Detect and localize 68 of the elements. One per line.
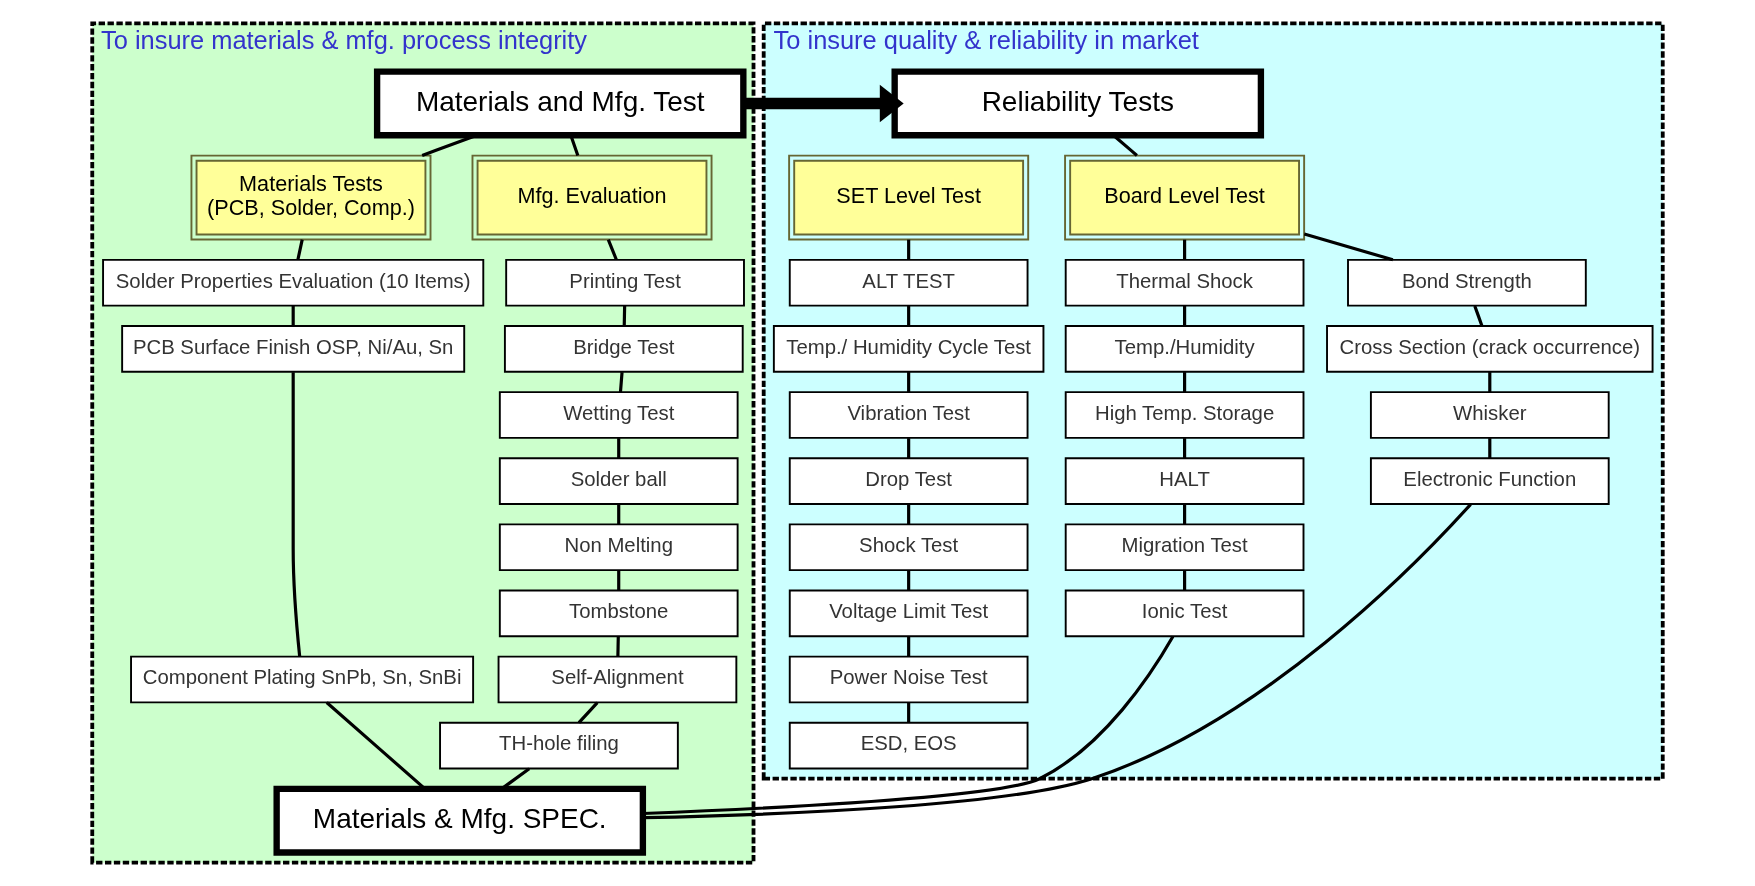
node-box: Bond Strength <box>1347 258 1587 307</box>
node-box: Temp./Humidity <box>1064 325 1305 373</box>
connector <box>643 503 1472 820</box>
connector <box>616 636 620 657</box>
node-box: Voltage Limit Test <box>788 589 1029 638</box>
connector <box>1183 305 1187 326</box>
node-box: Bridge Test <box>503 325 744 373</box>
node-box: Cross Section (crack occurrence) <box>1326 325 1654 373</box>
node-box: Solder ball <box>498 457 739 505</box>
connector <box>1183 239 1187 260</box>
node-box: Printing Test <box>505 258 745 307</box>
node-box: TH-hole filing <box>439 721 679 770</box>
node-box: Materials and Mfg. Test <box>373 68 747 139</box>
connector <box>618 371 624 393</box>
connector <box>296 239 304 260</box>
node-box: Temp./ Humidity Cycle Test <box>772 325 1045 373</box>
connector <box>569 135 580 156</box>
connector <box>907 438 911 459</box>
node-box: Ionic Test <box>1064 589 1305 638</box>
node-box: Migration Test <box>1064 523 1305 572</box>
node-box: HALT <box>1064 457 1305 505</box>
connector <box>1488 372 1492 393</box>
connector <box>291 372 302 657</box>
node-box: Materials Tests (PCB, Solder, Comp.) <box>190 154 432 241</box>
connector <box>907 372 911 393</box>
node-box: Electronic Function <box>1369 457 1610 505</box>
node-box: Self-Alignment <box>497 655 738 704</box>
connector <box>1183 570 1187 591</box>
arrow <box>743 84 904 123</box>
node-box: Shock Test <box>788 523 1029 572</box>
connector <box>577 701 599 724</box>
node-box: Materials & Mfg. SPEC. <box>273 785 647 856</box>
node-box: Reliability Tests <box>891 68 1265 139</box>
node-box: ALT TEST <box>788 258 1029 307</box>
connector <box>291 305 295 326</box>
node-box: High Temp. Storage <box>1064 391 1305 439</box>
node-box: Drop Test <box>788 457 1029 505</box>
connector <box>622 305 627 326</box>
connector <box>1488 438 1492 459</box>
node-box: PCB Surface Finish OSP, Ni/Au, Sn <box>121 325 466 373</box>
node-box: Whisker <box>1369 391 1610 439</box>
connector <box>907 702 911 723</box>
connector <box>606 239 618 261</box>
node-box: Solder Properties Evaluation (10 Items) <box>102 258 485 307</box>
node-box: Thermal Shock <box>1064 258 1305 307</box>
node-box: Non Melting <box>498 523 739 572</box>
node-box: Mfg. Evaluation <box>471 154 713 241</box>
node-box: Tombstone <box>498 589 739 638</box>
connector <box>617 438 621 459</box>
node-box: Wetting Test <box>498 391 739 439</box>
node-box: SET Level Test <box>788 154 1030 241</box>
connector <box>907 636 911 657</box>
connector <box>1183 372 1187 393</box>
node-box: ESD, EOS <box>788 721 1029 770</box>
connector <box>907 504 911 525</box>
connector <box>1473 305 1484 327</box>
node-box: Vibration Test <box>788 391 1029 439</box>
node-box: Board Level Test <box>1064 154 1306 241</box>
connector <box>1303 232 1394 262</box>
node-box: Component Plating SnPb, Sn, SnBi <box>130 655 475 704</box>
connector <box>1183 504 1187 525</box>
connector <box>617 504 621 525</box>
connector <box>907 239 911 260</box>
connector <box>617 570 621 591</box>
node-box: Power Noise Test <box>788 655 1029 704</box>
connector <box>907 570 911 591</box>
connector <box>907 305 911 326</box>
connector <box>1183 438 1187 459</box>
